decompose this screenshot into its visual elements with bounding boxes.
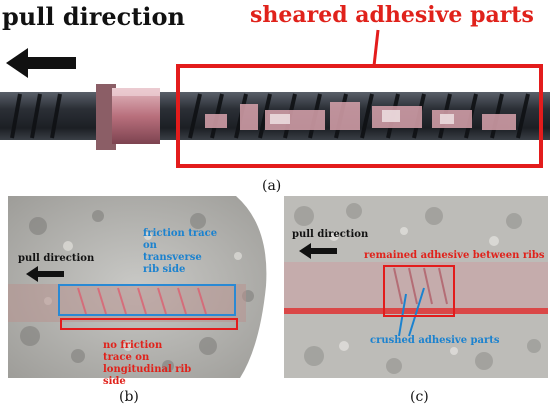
no-friction-trace-label: no friction trace on longitudinal rib si… [103,340,192,387]
pull-arrow-icon-b [26,266,64,282]
remained-adhesive-box [383,265,455,317]
concrete-specimen-photo-c [284,196,548,378]
sheared-region-box [176,64,543,168]
rebar-photo [0,84,550,150]
panel-b-caption: (b) [119,389,139,405]
panel-a-pull-direction-label: pull direction [2,2,185,31]
sheared-adhesive-label: sheared adhesive parts [250,2,534,28]
pull-arrow-icon-c [299,243,337,259]
panel-c-pull-direction-label: pull direction [292,229,369,240]
panel-a-caption: (a) [262,178,282,194]
panel-b-pull-direction-label: pull direction [18,253,95,264]
remained-adhesive-label: remained adhesive between ribs [364,250,545,261]
panel-c-caption: (c) [410,389,429,405]
concrete-specimen-photo-b [8,196,267,378]
no-friction-trace-box [60,318,238,330]
pull-arrow-icon [6,48,76,78]
friction-trace-box [58,284,236,316]
crushed-adhesive-label: crushed adhesive parts [370,335,500,346]
friction-trace-label: friction trace on transverse rib side [143,228,218,275]
